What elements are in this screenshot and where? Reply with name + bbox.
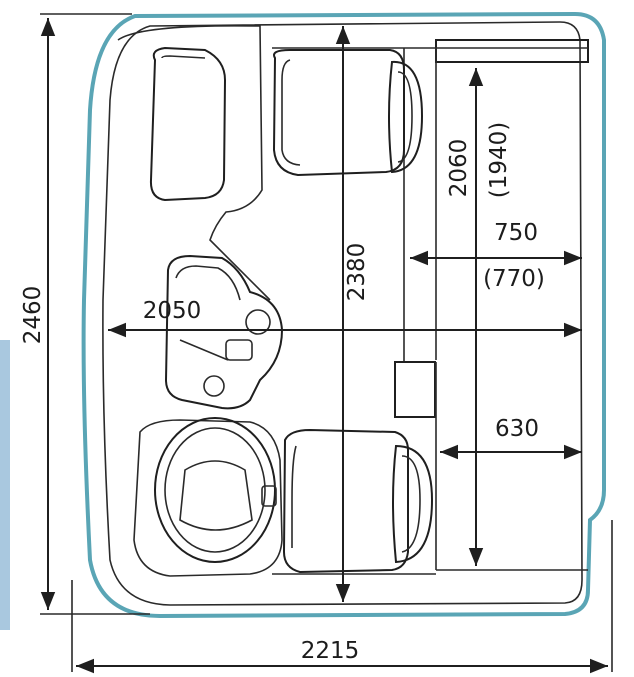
label-2050: 2050 [143, 298, 202, 324]
left-edge-band [0, 340, 10, 630]
label-770: (770) [483, 266, 545, 292]
label-2060: 2060 [446, 139, 472, 198]
copilot-seat [272, 49, 424, 177]
hull-outline [81, 11, 606, 619]
label-2460: 2460 [20, 286, 46, 345]
dash-top [117, 24, 271, 301]
center-box [394, 361, 436, 418]
hull-inner-line [102, 21, 583, 606]
label-2380: 2380 [344, 243, 370, 302]
center-console [164, 254, 284, 410]
label-750: 750 [494, 220, 538, 246]
dim-2215 [71, 520, 613, 674]
label-2215: 2215 [301, 638, 360, 664]
helm-seat [282, 428, 434, 574]
cabin-lines [272, 47, 588, 575]
dim-2460 [40, 13, 150, 615]
rear-bench [435, 39, 589, 63]
steering-wheel [133, 417, 283, 577]
label-1940: (1940) [486, 122, 512, 198]
label-630: 630 [495, 416, 539, 442]
